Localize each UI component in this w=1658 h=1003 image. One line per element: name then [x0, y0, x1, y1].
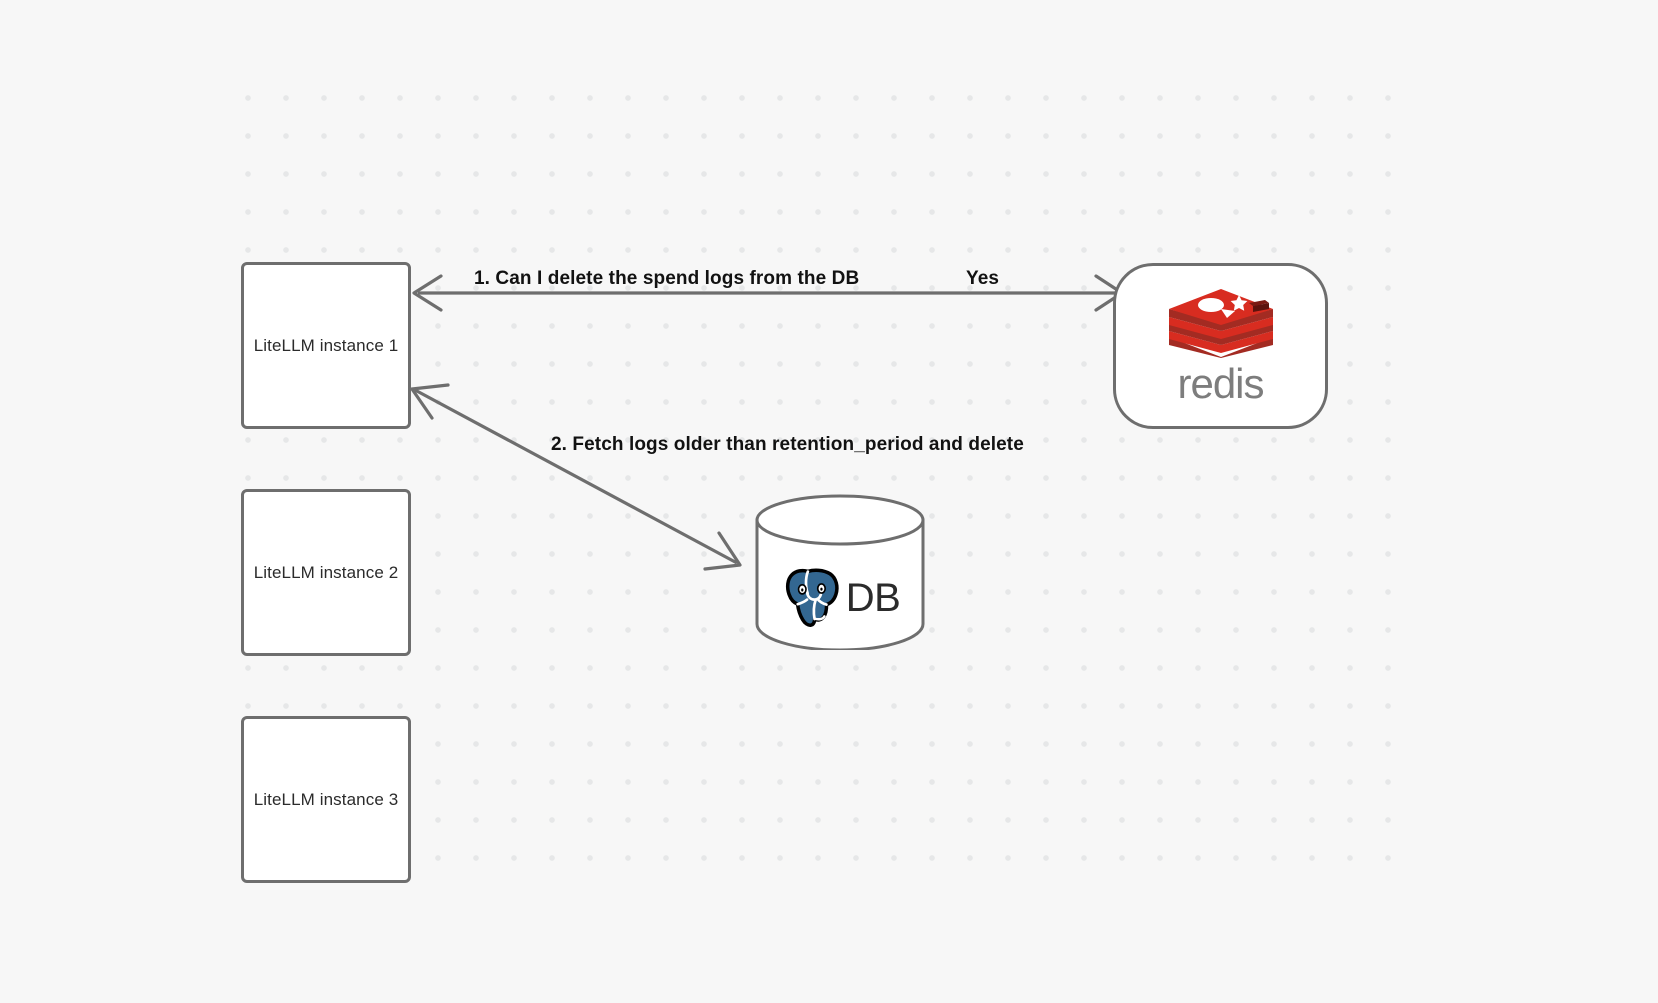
db-content: DB: [754, 546, 926, 650]
arrowhead-upleft-icon: [410, 383, 450, 420]
cylinder-shape: [755, 494, 925, 650]
redis-wordmark-text: redis: [1177, 360, 1264, 407]
node-litellm-instance-3[interactable]: LiteLLM instance 3: [241, 716, 411, 883]
node-redis[interactable]: redis: [1113, 263, 1328, 429]
redis-stack-icon: [1168, 289, 1273, 358]
edge-litellm1-db: [410, 383, 742, 571]
redis-wordmark: redis: [1177, 360, 1264, 407]
node-label: LiteLLM instance 3: [253, 789, 399, 809]
edge-label-step-2: 2. Fetch logs older than retention_perio…: [551, 434, 1024, 455]
redis-logo: redis: [1157, 287, 1285, 405]
node-label: LiteLLM instance 1: [253, 335, 399, 355]
node-database[interactable]: DB: [754, 494, 926, 650]
edge-label-yes: Yes: [966, 268, 1000, 289]
edge-label-step-1: 1. Can I delete the spend logs from the …: [474, 268, 860, 289]
arrowhead-left-icon: [412, 274, 443, 312]
db-label: DB: [845, 576, 901, 620]
node-litellm-instance-2[interactable]: LiteLLM instance 2: [241, 489, 411, 656]
arrowhead-downright-icon: [703, 531, 742, 571]
postgresql-elephant-icon: [785, 568, 839, 627]
node-litellm-instance-1[interactable]: LiteLLM instance 1: [241, 262, 411, 429]
node-label: LiteLLM instance 2: [253, 562, 399, 582]
